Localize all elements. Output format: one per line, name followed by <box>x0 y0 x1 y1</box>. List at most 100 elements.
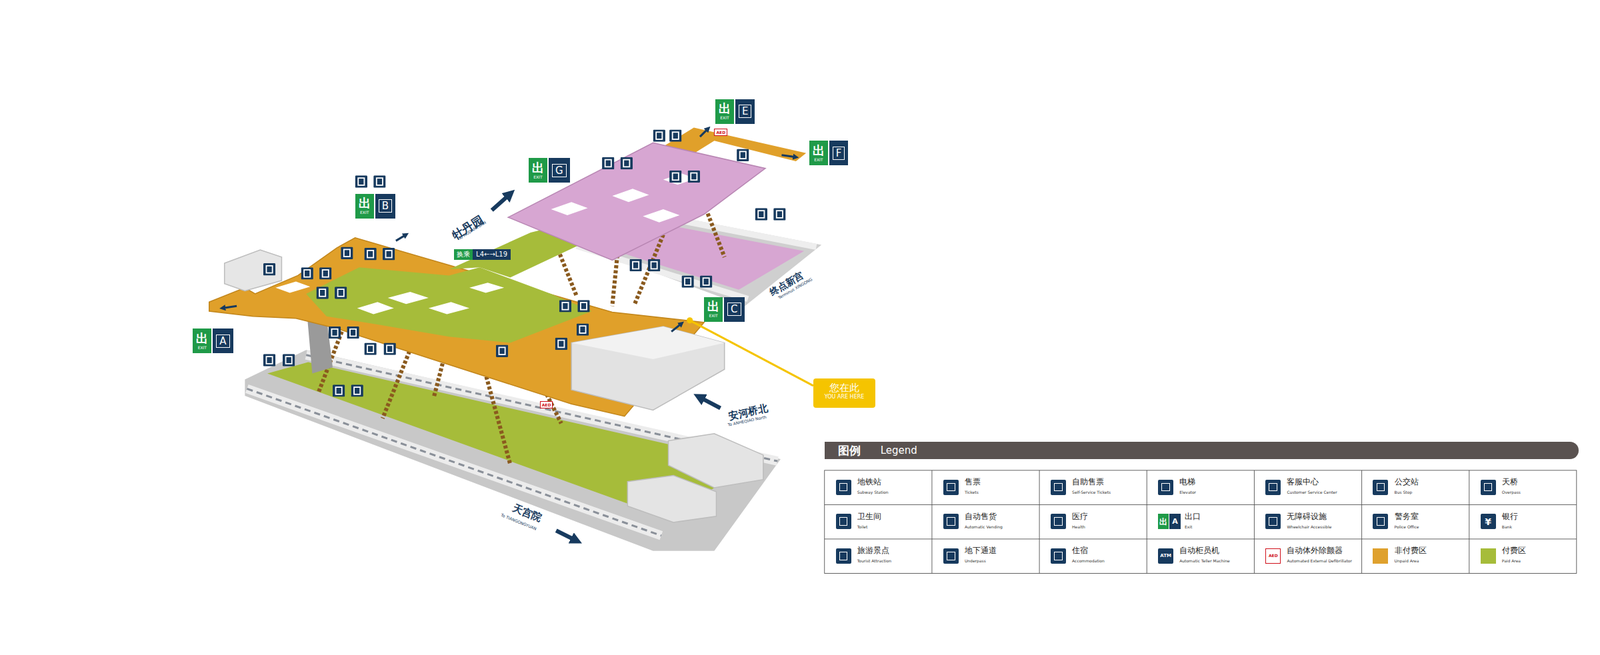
exit-letter: A <box>216 334 230 348</box>
exit-green-panel: 出EXIT <box>809 140 828 166</box>
map-icon <box>316 286 328 299</box>
legend-text-en: Self-Service Tickets <box>1072 490 1111 495</box>
legend-icon <box>836 548 852 564</box>
map-icon <box>620 157 633 170</box>
transfer-sign: 换乘L4←→L19 <box>454 249 511 260</box>
icon-glyph: ¥ <box>1484 517 1492 527</box>
escalator <box>612 255 618 307</box>
map-icon <box>496 345 508 358</box>
map-icon <box>351 384 364 397</box>
map-icon <box>669 170 682 183</box>
map-icon <box>384 342 396 355</box>
direction-arrow <box>492 194 511 210</box>
map-icon <box>346 326 359 339</box>
escalator <box>382 342 414 419</box>
legend-text: 银行 <box>1502 511 1518 523</box>
map-icon <box>669 129 682 142</box>
exit-arrow <box>396 234 406 241</box>
exit-sign: 出EXIT F <box>809 140 849 166</box>
icon-glyph <box>1268 517 1278 526</box>
icon-glyph <box>1484 483 1493 492</box>
icon-glyph <box>839 483 848 492</box>
legend-text: 自助售票 <box>1072 476 1104 488</box>
station-block <box>571 326 725 411</box>
legend-text: 自动柜员机 <box>1179 545 1220 557</box>
legend-rule <box>824 504 1577 506</box>
legend-text: 警务室 <box>1394 511 1419 523</box>
exit-letter: F <box>832 146 846 160</box>
map-icon <box>736 149 749 162</box>
legend-icon <box>943 548 959 564</box>
exit-green-panel: 出EXIT <box>192 328 212 354</box>
legend-text-en: Tourist Attraction <box>857 558 892 564</box>
map-icon <box>282 354 295 366</box>
map-icon <box>263 354 276 366</box>
legend-text-en: Exit <box>1184 524 1192 530</box>
legend-text: 电梯 <box>1179 476 1196 488</box>
icon-letter: A <box>1172 518 1178 526</box>
map-icon <box>334 286 347 299</box>
map-icon <box>653 129 666 142</box>
legend-icon: ¥ <box>1480 514 1496 530</box>
icon-glyph <box>1054 552 1063 561</box>
map-icon <box>373 175 386 188</box>
legend-rule <box>1254 470 1255 574</box>
icon-glyph <box>946 552 956 561</box>
legend-text-en: Overpass <box>1502 490 1521 495</box>
exit-green-panel: 出EXIT <box>715 99 734 124</box>
icon-glyph <box>1161 483 1170 492</box>
map-icon <box>555 338 568 350</box>
direction-arrow <box>698 397 720 409</box>
legend-text-en: Unpaid Area <box>1394 558 1420 564</box>
legend-rule <box>1039 470 1040 574</box>
you-are-here-callout: 您在此YOU ARE HERE <box>813 378 876 408</box>
legend-text-en: Automatic Teller Machine <box>1179 558 1230 564</box>
stair-opening <box>357 302 394 314</box>
legend-text-en: Bus Stop <box>1394 490 1413 495</box>
exit-letter-panel: C <box>724 297 744 322</box>
legend-text: 旅游景点 <box>857 545 890 557</box>
legend-title: 图例 <box>838 443 861 459</box>
legend-text: 非付费区 <box>1394 545 1427 557</box>
legend-icon <box>1372 480 1388 496</box>
map-icon <box>602 157 614 170</box>
map-icon <box>301 267 314 280</box>
legend-text-en: Tickets <box>964 490 979 495</box>
exit-letter-panel: F <box>829 140 849 166</box>
map-icon <box>681 275 694 288</box>
icon-text: AED <box>1268 554 1278 558</box>
legend-text: 卫生间 <box>857 511 882 523</box>
legend-text-en: Bank <box>1502 524 1512 530</box>
legend-text: 自动售货 <box>964 511 997 523</box>
l19-concourse <box>508 127 806 260</box>
exit-arrow <box>222 306 237 308</box>
exit-word: EXIT <box>720 115 729 121</box>
stair-opening <box>612 188 649 202</box>
legend-frame <box>824 470 1577 574</box>
legend-icon <box>1372 514 1388 530</box>
exit-letter: E <box>738 104 752 118</box>
stair-opening <box>275 282 310 294</box>
map-icon <box>755 208 768 220</box>
legend-text: 自动体外除颤器 <box>1286 545 1343 557</box>
you-are-here-dot <box>686 317 693 324</box>
map-icon <box>328 326 341 339</box>
exit-green-panel: 出EXIT <box>704 297 723 322</box>
legend-text-en: Accommodation <box>1072 558 1105 564</box>
legend-text: 天桥 <box>1502 476 1518 488</box>
legend-text-en: Health <box>1072 524 1086 530</box>
stair-opening <box>642 209 680 223</box>
exit-glyph: 出 <box>812 144 825 158</box>
legend-text-en: Paid Area <box>1502 558 1521 564</box>
direction-arrows <box>222 128 796 542</box>
exit-arrow <box>700 128 708 137</box>
legend-icon: ATM <box>1158 548 1174 564</box>
color-swatch <box>1480 548 1496 564</box>
exit-letter: G <box>552 164 567 178</box>
legend-text-en: Toilet <box>857 524 868 530</box>
legend-icon <box>836 514 852 530</box>
map-icon <box>340 247 353 260</box>
legend-rule <box>931 470 932 574</box>
